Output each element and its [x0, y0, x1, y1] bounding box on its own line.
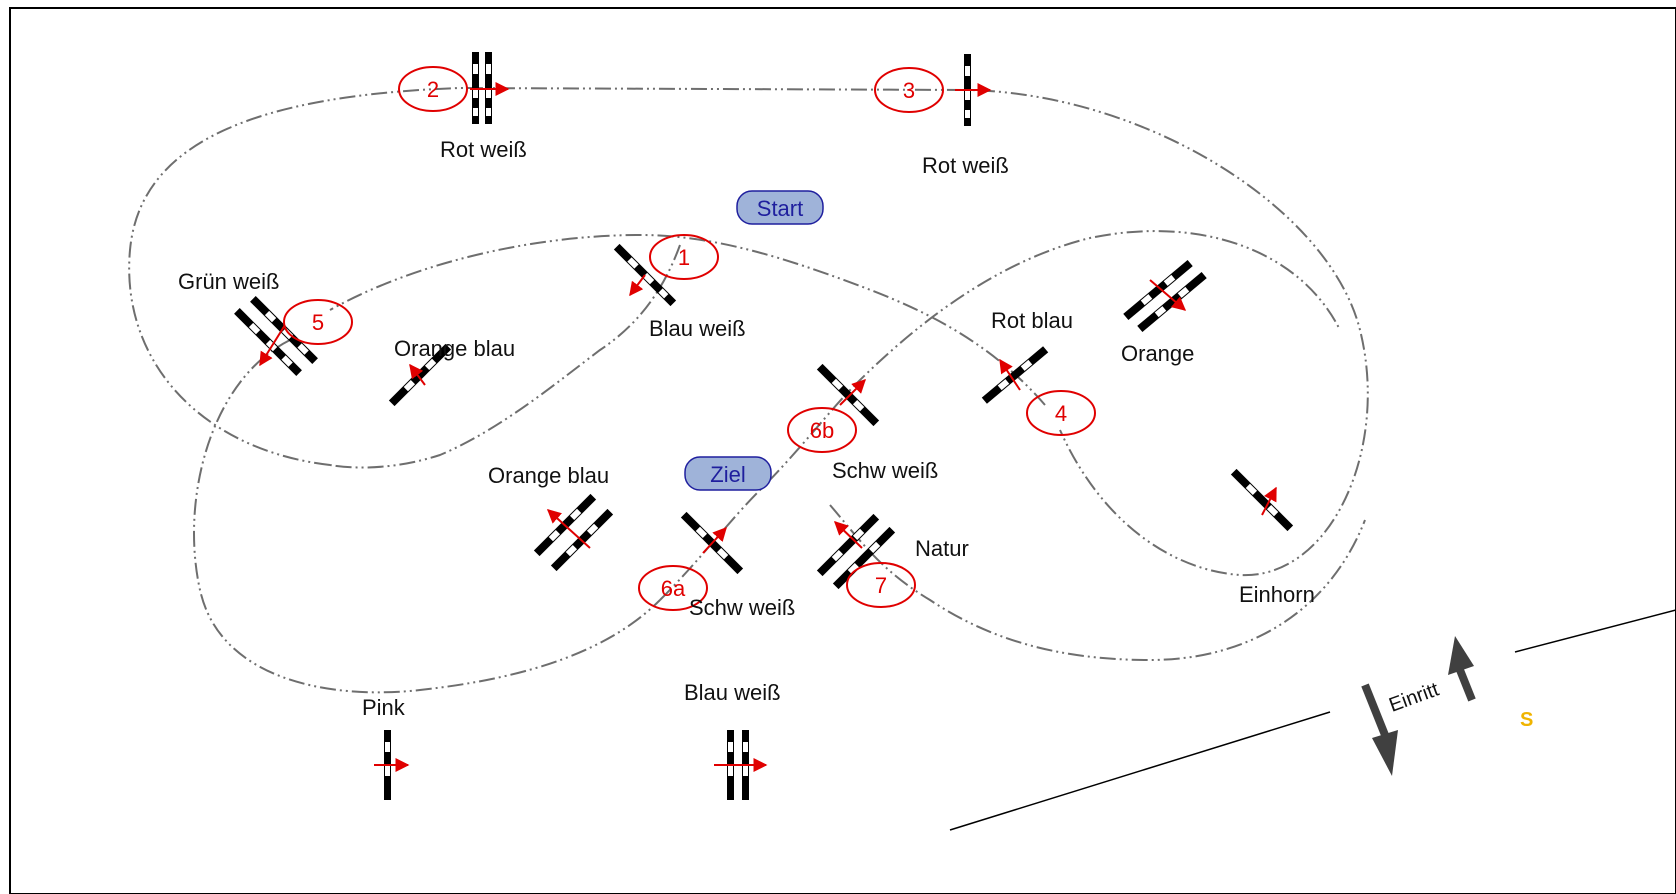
start-pill: Start	[736, 190, 824, 225]
marker-6a: 6a	[638, 565, 708, 611]
jump-rot-blau	[981, 346, 1049, 404]
svg-text:3: 3	[903, 78, 915, 103]
corner-mark: S	[1520, 709, 1533, 731]
jump-orange	[1123, 259, 1207, 333]
label-pink: Pink	[362, 695, 406, 720]
label-rot-weiss-1: Rot weiß	[440, 137, 527, 162]
jump-pink	[374, 730, 410, 800]
svg-text:6a: 6a	[661, 576, 686, 601]
label-blau-weiss-top: Blau weiß	[649, 316, 746, 341]
page-frame	[9, 7, 1676, 894]
jump-einhorn	[1230, 468, 1294, 532]
jump-rot-weiss-2	[955, 54, 992, 126]
svg-text:5: 5	[312, 310, 324, 335]
label-gruen-weiss: Grün weiß	[178, 269, 279, 294]
svg-text:7: 7	[875, 573, 887, 598]
jump-natur	[816, 513, 896, 590]
label-orange: Orange	[1121, 341, 1194, 366]
entrance-arrows	[1361, 636, 1476, 776]
label-einhorn: Einhorn	[1239, 582, 1315, 607]
entrance-label: Einritt	[1386, 678, 1442, 716]
marker-1: 1	[649, 234, 719, 280]
label-rot-weiss-2: Rot weiß	[922, 153, 1009, 178]
label-schw-weiss-upper: Schw weiß	[832, 458, 938, 483]
svg-text:Start: Start	[757, 196, 803, 221]
label-rot-blau: Rot blau	[991, 308, 1073, 333]
label-schw-weiss-lower: Schw weiß	[689, 595, 795, 620]
marker-3: 3	[874, 67, 944, 113]
marker-2: 2	[398, 66, 468, 112]
marker-4: 4	[1026, 390, 1096, 436]
arena-edge-lower	[949, 711, 1331, 831]
label-blau-weiss-bottom: Blau weiß	[684, 680, 781, 705]
label-natur: Natur	[915, 536, 969, 561]
marker-7: 7	[846, 562, 916, 608]
svg-text:Ziel: Ziel	[710, 462, 745, 487]
jump-blau-weiss-bottom	[714, 730, 768, 800]
jump-gruen-weiss	[234, 296, 318, 376]
svg-text:6b: 6b	[810, 418, 834, 443]
svg-text:2: 2	[427, 77, 439, 102]
jump-orange-blau-low	[533, 493, 614, 572]
arena-edge-upper	[1514, 609, 1676, 653]
marker-6b: 6b	[787, 407, 857, 453]
svg-text:1: 1	[678, 245, 690, 270]
finish-pill: Ziel	[684, 456, 772, 491]
jump-schw-weiss-upper	[816, 363, 880, 427]
label-orange-blau-top: Orange blau	[394, 336, 515, 361]
course-path	[128, 86, 1369, 694]
jump-rot-weiss-1	[470, 52, 510, 124]
marker-5: 5	[283, 299, 353, 345]
svg-text:4: 4	[1055, 401, 1067, 426]
label-orange-blau-low: Orange blau	[488, 463, 609, 488]
